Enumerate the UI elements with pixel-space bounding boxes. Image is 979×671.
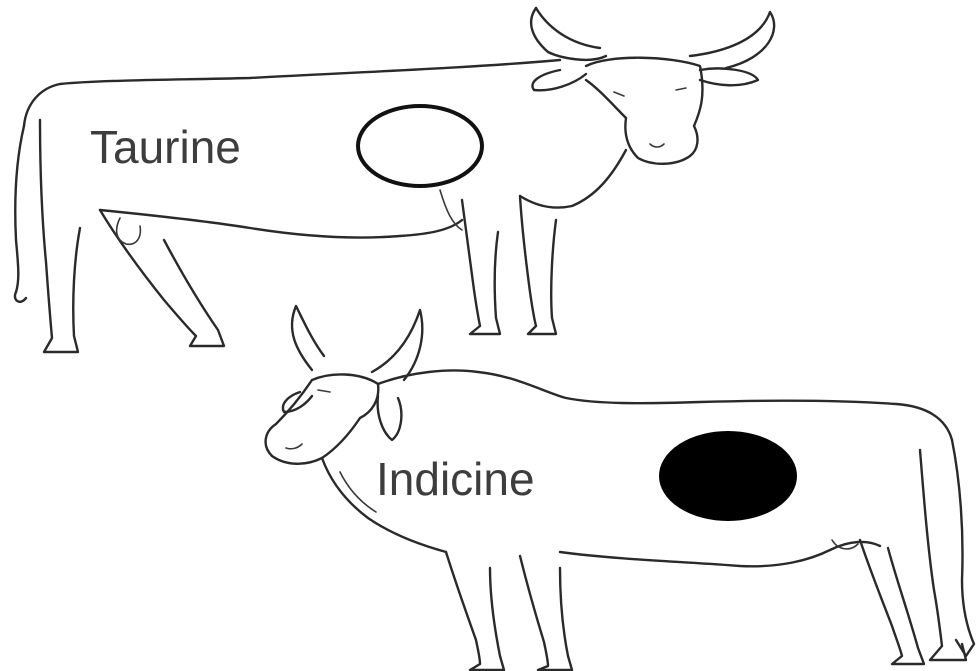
- taurine-label: Taurine: [90, 121, 241, 173]
- indicine-label: Indicine: [376, 453, 535, 505]
- indicine-cow-illustration: [266, 306, 974, 670]
- indicine-marker: [660, 432, 796, 520]
- taurine-marker: [358, 106, 482, 186]
